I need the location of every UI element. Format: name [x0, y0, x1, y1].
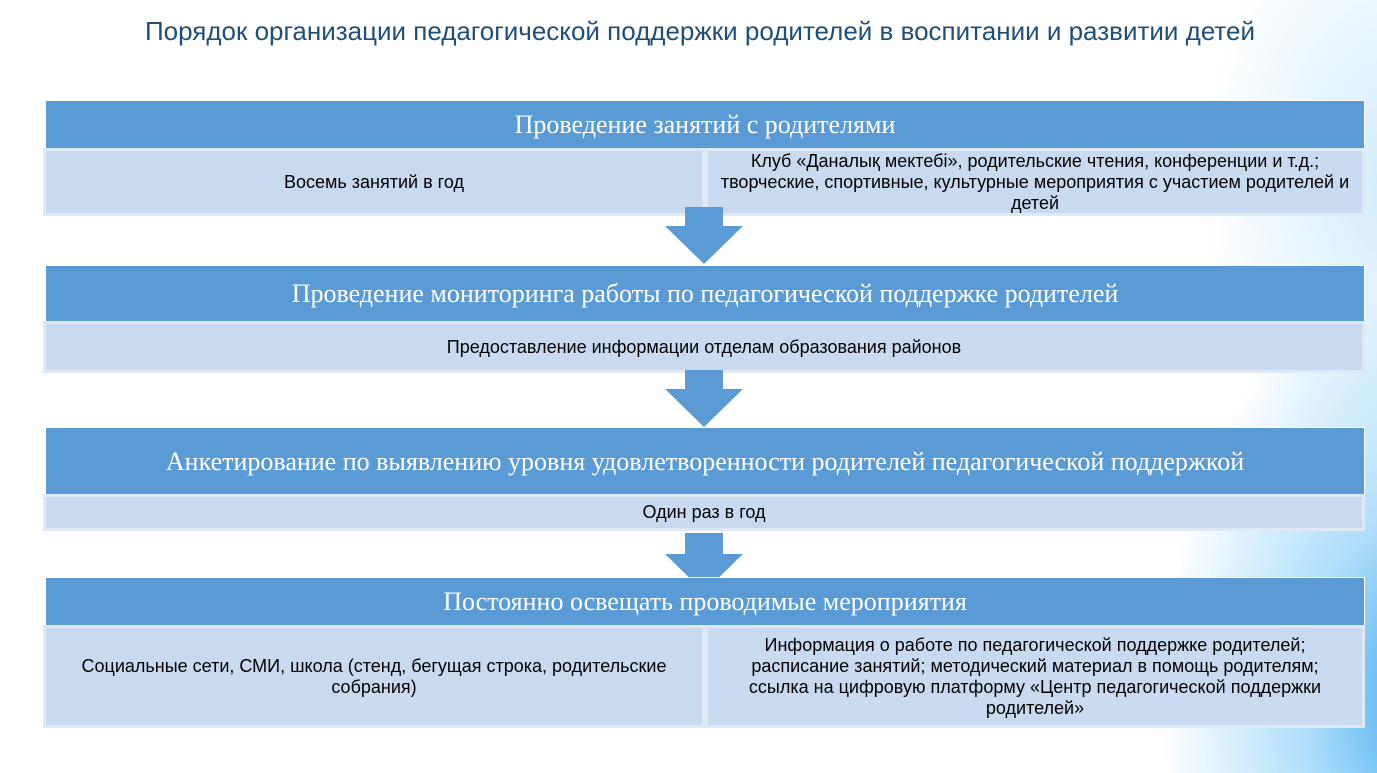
- step-4-cell-left: Социальные сети, СМИ, школа (стенд, бегу…: [43, 625, 705, 728]
- step-4-heading: Постоянно освещать проводимые мероприяти…: [45, 577, 1365, 627]
- step-2-cell: Предоставление информации отделам образо…: [43, 321, 1365, 373]
- step-1-cell-right-text: Клуб «Даналық мектебі», родительские чте…: [720, 150, 1350, 213]
- step-1-cell-right: Клуб «Даналық мектебі», родительские чте…: [705, 148, 1365, 216]
- step-1-cell-left-text: Восемь занятий в год: [284, 171, 464, 192]
- step-1-cell-left: Восемь занятий в год: [43, 148, 705, 216]
- step-4: Постоянно освещать проводимые мероприяти…: [43, 577, 1365, 729]
- step-3-heading: Анкетирование по выявлению уровня удовле…: [45, 427, 1365, 496]
- step-1-heading: Проведение занятий с родителями: [45, 100, 1365, 150]
- step-3-cell-text: Один раз в год: [642, 502, 766, 522]
- step-4-cell-left-text: Социальные сети, СМИ, школа (стенд, бегу…: [81, 655, 667, 697]
- step-4-cell-right: Информация о работе по педагогической по…: [705, 625, 1365, 728]
- step-3: Анкетирование по выявлению уровня удовле…: [43, 427, 1365, 531]
- step-2: Проведение мониторинга работы по педагог…: [43, 265, 1365, 375]
- step-4-cell-right-text: Информация о работе по педагогической по…: [748, 634, 1322, 718]
- step-1: Проведение занятий с родителями Восемь з…: [43, 100, 1365, 218]
- step-2-cell-text: Предоставление информации отделам образо…: [446, 336, 962, 357]
- page-title: Порядок организации педагогической подде…: [144, 16, 1256, 46]
- step-2-heading: Проведение мониторинга работы по педагог…: [45, 265, 1365, 323]
- step-3-cell: Один раз в год: [43, 494, 1365, 531]
